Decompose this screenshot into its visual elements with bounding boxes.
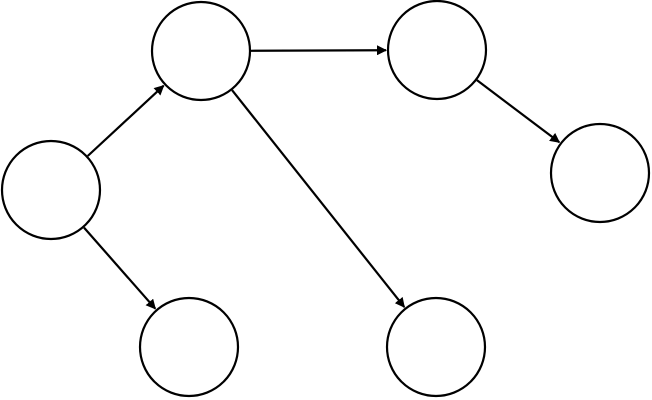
graph-node-n1 [0, 139, 102, 241]
edge-n2-to-n5 [231, 89, 406, 308]
edge-n1-to-n2 [86, 84, 165, 157]
node-circle [385, 296, 487, 398]
edges-layer [83, 45, 561, 310]
edge-n2-to-n4 [250, 45, 387, 56]
edge-n4-to-n6 [476, 79, 561, 144]
edge-n1-to-n3 [83, 226, 157, 310]
graph-node-n3 [138, 296, 240, 398]
graph-node-n4 [386, 0, 488, 101]
node-circle [150, 0, 252, 102]
graph-node-n6 [549, 122, 651, 224]
graph-node-n2 [150, 0, 252, 102]
node-circle [0, 139, 102, 241]
node-circle [138, 296, 240, 398]
graph-node-n5 [385, 296, 487, 398]
node-circle [549, 122, 651, 224]
node-circle [386, 0, 488, 101]
